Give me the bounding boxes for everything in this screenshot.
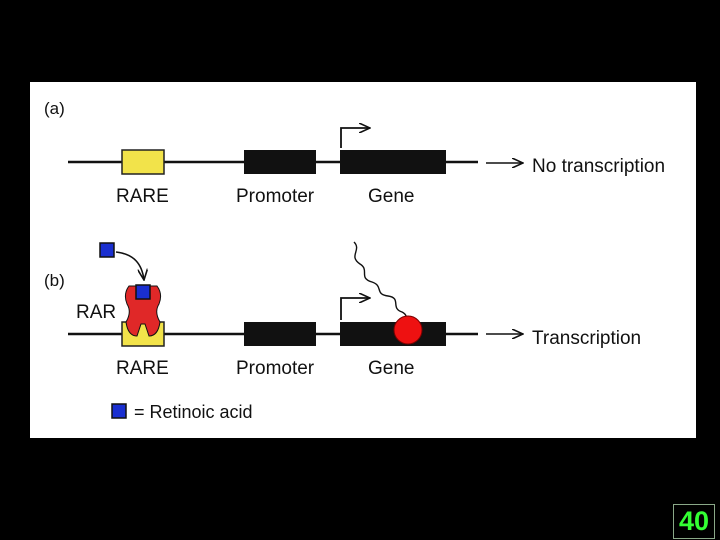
- panel-b-label: (b): [44, 271, 65, 290]
- legend-text: = Retinoic acid: [134, 402, 253, 422]
- gene-block-a: [340, 150, 446, 174]
- retinoic-acid-legend-icon: [111, 403, 127, 419]
- gene-label-a: Gene: [368, 186, 414, 207]
- rare-label-b: RARE: [116, 358, 169, 379]
- transcription-start-arrow-b: [340, 298, 370, 320]
- rare-label-a: RARE: [116, 186, 169, 207]
- rare-element-a: [121, 149, 165, 175]
- panel-a-label: (a): [44, 99, 65, 118]
- rar-label: RAR: [76, 302, 116, 323]
- binding-arrow: [115, 251, 144, 280]
- gene-regulation-diagram: (a) No transcription RARE Promoter Gene …: [30, 82, 696, 438]
- legend: = Retinoic acid: [111, 402, 253, 422]
- retinoic-acid-free-icon: [99, 242, 115, 258]
- promoter-block-b: [244, 322, 316, 346]
- rna-polymerase-icon: [393, 315, 423, 345]
- gene-block-b: [340, 322, 446, 346]
- diagram-canvas: (a) No transcription RARE Promoter Gene …: [44, 99, 665, 422]
- transcription-start-arrow-a: [340, 128, 370, 148]
- gene-label-b: Gene: [368, 358, 414, 379]
- rna-transcript-strand: [353, 241, 409, 327]
- rar-receptor-icon: [124, 285, 162, 337]
- panel-b: (b) RAR Transcription RARE Promoter Gene: [44, 241, 641, 379]
- result-label-a: No transcription: [532, 156, 665, 177]
- retinoic-acid-bound-icon: [135, 284, 151, 300]
- result-label-b: Transcription: [532, 328, 641, 349]
- promoter-label-b: Promoter: [236, 358, 315, 379]
- promoter-label-a: Promoter: [236, 186, 315, 207]
- panel-a: (a) No transcription RARE Promoter Gene: [44, 99, 665, 207]
- promoter-block-a: [244, 150, 316, 174]
- slide-number: 40: [673, 504, 715, 539]
